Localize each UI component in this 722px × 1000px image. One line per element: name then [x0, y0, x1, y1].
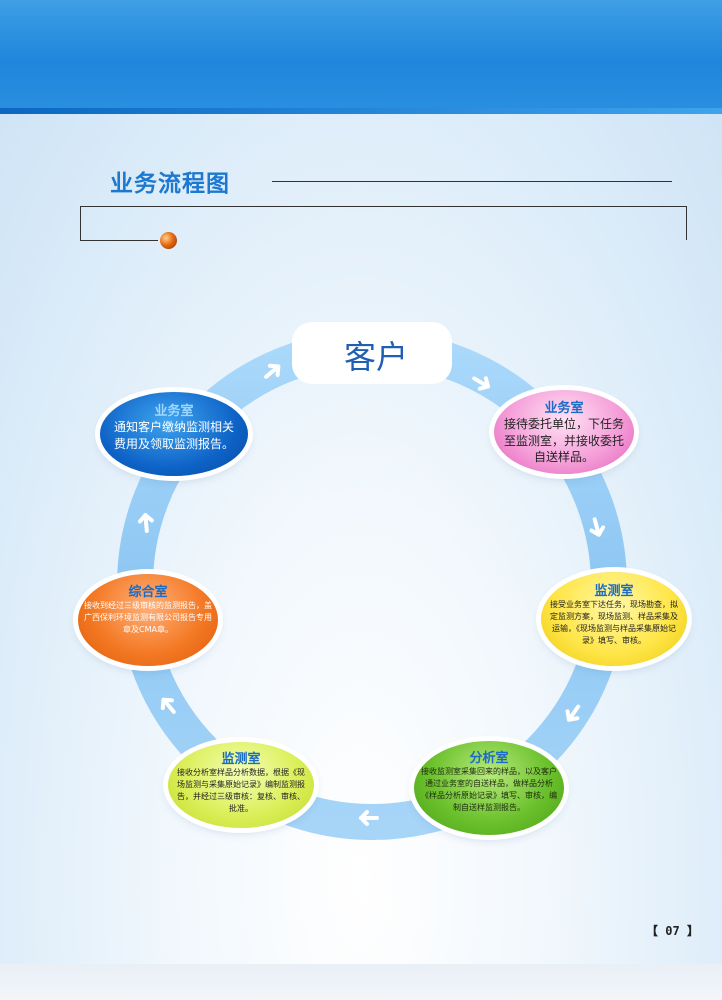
header-band [0, 0, 722, 112]
node-text: 接收到经过三级审核的监测报告，盖广西保利环境监测有限公司报告专用章及CMA章。 [84, 601, 212, 634]
title-frame-underline [80, 240, 158, 241]
orange-ball-icon [160, 232, 177, 249]
flow-arrow-icon [589, 517, 606, 537]
node-title: 业务室 [544, 401, 584, 416]
header-band-edge [0, 108, 722, 114]
node-text: 接收分析室样品分析数据，根据《现场监测与采集原始记录》编制监测报告，并经过三级审… [177, 768, 305, 813]
page-number: 【 07 】 [646, 924, 699, 938]
footer-band [0, 964, 722, 1000]
node-analysis-room: 分析室 接收监测室采集回来的样品，以及客户通过业务室的自送样品，做样品分析《样品… [414, 741, 564, 835]
node-monitoring-room-report: 监测室 接收分析室样品分析数据，根据《现场监测与采集原始记录》编制监测报告，并经… [168, 742, 314, 828]
node-title: 业务室 [154, 404, 194, 419]
flow-arrow-icon [160, 697, 176, 714]
node-business-room-receive: 业务室 接待委托单位，下任务至监测室，并接收委托自送样品。 [494, 390, 634, 474]
node-text: 接受业务室下达任务，现场勘查，拟定监测方案，现场监测、样品采集及运输，《现场监测… [550, 600, 678, 645]
node-title: 监测室 [221, 752, 261, 767]
node-business-room-notify: 业务室 通知客户缴纳监测相关费用及领取监测报告。 [100, 392, 248, 476]
node-title: 综合室 [128, 585, 168, 600]
flow-arrow-icon [472, 376, 491, 391]
customer-label-box [292, 322, 452, 384]
node-title: 分析室 [469, 751, 509, 766]
customer-label: 客户 [343, 338, 408, 376]
node-text: 通知客户缴纳监测相关费用及领取监测报告。 [113, 420, 234, 451]
node-title: 监测室 [594, 584, 634, 599]
node-general-office: 综合室 接收到经过三级审核的监测报告，盖广西保利环境监测有限公司报告专用章及CM… [78, 574, 218, 666]
flow-arrow-icon [359, 810, 379, 826]
title-rule [272, 181, 672, 182]
title-frame [80, 206, 687, 240]
node-monitoring-room-field: 监测室 接受业务室下达任务，现场勘查，拟定监测方案，现场监测、样品采集及运输，《… [541, 572, 687, 666]
node-text: 接收监测室采集回来的样品，以及客户通过业务室的自送样品，做样品分析《样品分析原始… [421, 767, 557, 812]
section-title: 业务流程图 [110, 171, 230, 197]
flow-arrow-icon [565, 704, 581, 722]
flow-arrow-icon [264, 363, 281, 379]
node-text: 接待委托单位，下任务至监测室，并接收委托自送样品。 [503, 417, 624, 465]
flow-arrow-icon [137, 513, 154, 533]
